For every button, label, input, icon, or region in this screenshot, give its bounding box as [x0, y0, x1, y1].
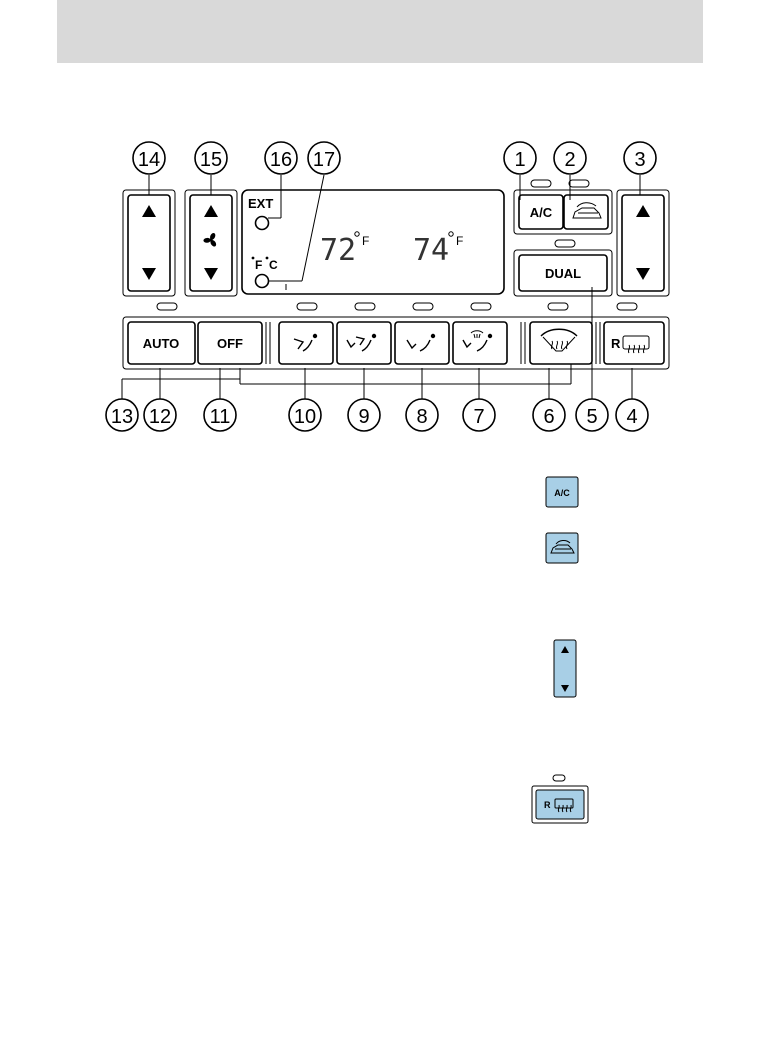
callout-8: 8: [405, 398, 439, 432]
fan-icon: [203, 232, 217, 247]
floor-defrost-button[interactable]: [452, 321, 508, 365]
dual-button[interactable]: DUAL: [513, 239, 613, 297]
callout-14: 14: [132, 141, 166, 175]
display-panel: EXT F C 72 F 74 F: [241, 189, 505, 295]
callout-2: 2: [553, 141, 587, 175]
arrow-down-icon: [204, 268, 218, 280]
ac-button[interactable]: A/C: [518, 194, 564, 230]
ac-recirc-group: A/C: [513, 179, 613, 235]
svg-text:1: 1: [514, 149, 525, 171]
svg-text:R: R: [544, 800, 551, 810]
callout-7: 7: [462, 398, 496, 432]
arrow-down-icon: [142, 268, 156, 280]
page-header-bar: [57, 0, 703, 63]
temp-left-unit: F: [362, 234, 369, 248]
mode-button-strip: AUTO OFF: [122, 316, 670, 370]
unit-f-label: F: [255, 258, 262, 272]
ext-label: EXT: [248, 196, 273, 211]
arrow-up-icon: [204, 205, 218, 217]
svg-text:11: 11: [210, 406, 231, 428]
svg-text:A/C: A/C: [554, 488, 570, 498]
temp-rocker-reference-icon: [553, 639, 577, 698]
arrow-down-icon: [636, 268, 650, 280]
svg-text:12: 12: [149, 406, 171, 428]
recirculation-car-icon: [572, 202, 602, 219]
off-label: OFF: [217, 336, 243, 351]
svg-text:8: 8: [416, 406, 427, 428]
svg-text:13: 13: [111, 406, 133, 428]
panel-vent-button[interactable]: [278, 321, 334, 365]
unit-toggle-button[interactable]: [254, 273, 270, 289]
temp-left-readout: 72: [320, 233, 356, 268]
svg-text:14: 14: [138, 149, 160, 171]
svg-text:10: 10: [294, 406, 316, 428]
recirculation-reference-icon: [545, 532, 579, 564]
floor-button[interactable]: [394, 321, 450, 365]
arrow-up-icon: [636, 205, 650, 217]
temp-right-readout: 74: [413, 233, 449, 268]
callout-17: 17: [307, 141, 341, 175]
floor-defrost-icon: [462, 330, 493, 352]
temp-right-unit: F: [456, 234, 463, 248]
svg-text:6: 6: [543, 406, 554, 428]
callout-12: 12: [143, 398, 177, 432]
off-button[interactable]: OFF: [197, 321, 263, 365]
fan-speed-rocker[interactable]: [184, 189, 238, 297]
recirculation-button[interactable]: [563, 194, 609, 230]
callout-15: 15: [194, 141, 228, 175]
defrost-button[interactable]: [529, 321, 593, 365]
ac-reference-icon: A/C: [545, 476, 579, 508]
callout-numbers: 14 15 16 17 1 2 3 13 12 11 10 9 8 7 6 5 …: [105, 141, 657, 432]
callout-4: 4: [615, 398, 649, 432]
svg-text:3: 3: [634, 149, 645, 171]
callout-1: 1: [503, 141, 537, 175]
panel-floor-icon: [346, 333, 377, 352]
callout-10: 10: [288, 398, 322, 432]
callout-6: 6: [532, 398, 566, 432]
ext-button[interactable]: [254, 215, 270, 231]
callout-5: 5: [575, 398, 609, 432]
indicator-lights-row: [156, 302, 638, 311]
left-temp-rocker[interactable]: [122, 189, 176, 297]
windshield-defrost-icon: [540, 328, 578, 352]
leader-lines: [121, 174, 641, 399]
svg-text:7: 7: [473, 406, 484, 428]
callout-3: 3: [623, 141, 657, 175]
rear-defrost-label: R: [611, 336, 621, 351]
auto-label: AUTO: [143, 336, 180, 351]
rear-defrost-reference-icon: R: [531, 774, 589, 824]
svg-text:2: 2: [564, 149, 575, 171]
auto-button[interactable]: AUTO: [127, 321, 196, 365]
callout-9: 9: [347, 398, 381, 432]
callout-16: 16: [264, 141, 298, 175]
panel-vent-icon: [293, 333, 318, 352]
svg-text:9: 9: [358, 406, 369, 428]
svg-text:16: 16: [270, 149, 292, 171]
right-temp-rocker[interactable]: [616, 189, 670, 297]
unit-c-label: C: [269, 258, 278, 272]
rear-defrost-button[interactable]: R: [603, 321, 665, 365]
arrow-up-icon: [142, 205, 156, 217]
callout-13: 13: [105, 398, 139, 432]
floor-icon: [406, 333, 436, 352]
callout-11: 11: [203, 398, 237, 432]
svg-text:17: 17: [313, 149, 335, 171]
ac-label: A/C: [530, 205, 553, 220]
svg-text:4: 4: [626, 406, 637, 428]
svg-text:5: 5: [586, 406, 597, 428]
rear-defrost-icon: [622, 335, 650, 354]
dual-label: DUAL: [545, 266, 581, 281]
panel-floor-button[interactable]: [336, 321, 392, 365]
svg-text:15: 15: [200, 149, 222, 171]
